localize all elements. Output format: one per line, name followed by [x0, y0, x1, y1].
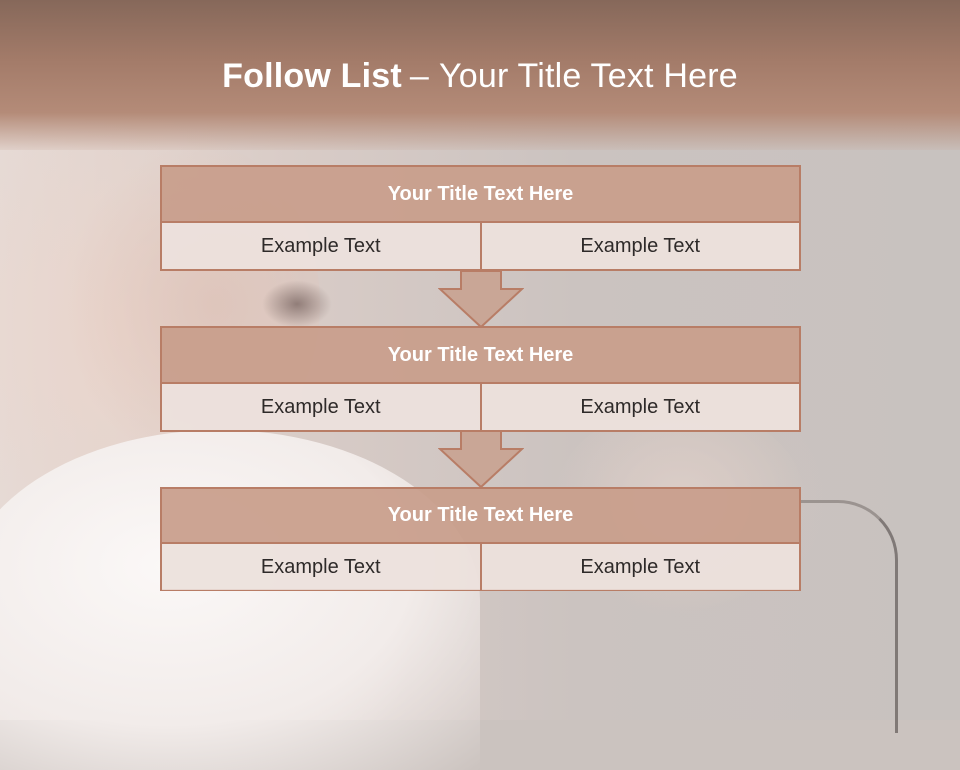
flow-step-3: Your Title Text Here Example Text Exampl…	[160, 487, 801, 591]
flow-step-cell-right: Example Text	[479, 544, 799, 590]
flow-step-row: Example Text Example Text	[162, 544, 799, 590]
flow-step-cell-right: Example Text	[479, 223, 799, 269]
flow-step-row: Example Text Example Text	[162, 223, 799, 269]
slide-title-separator: –	[409, 57, 430, 95]
down-arrow-icon	[438, 431, 524, 489]
slide-title: Follow List–Your Title Text Here	[0, 52, 960, 100]
slide-title-bold: Follow List	[222, 57, 402, 95]
flow-step-1: Your Title Text Here Example Text Exampl…	[160, 165, 801, 271]
header-band	[0, 0, 960, 150]
flow-step-cell-left: Example Text	[162, 384, 480, 430]
background-mouth	[262, 280, 332, 328]
slide-title-rest: Your Title Text Here	[439, 57, 738, 95]
down-arrow-icon	[438, 271, 524, 329]
flow-step-cell-right: Example Text	[479, 384, 799, 430]
flow-step-title: Your Title Text Here	[162, 167, 799, 223]
background-microphone-cable	[800, 500, 898, 733]
flow-step-cell-left: Example Text	[162, 544, 480, 590]
flow-step-title: Your Title Text Here	[162, 328, 799, 384]
flow-step-2: Your Title Text Here Example Text Exampl…	[160, 326, 801, 432]
flow-step-title: Your Title Text Here	[162, 489, 799, 544]
flow-step-row: Example Text Example Text	[162, 384, 799, 430]
background-shirt	[0, 430, 480, 770]
flow-step-cell-left: Example Text	[162, 223, 480, 269]
